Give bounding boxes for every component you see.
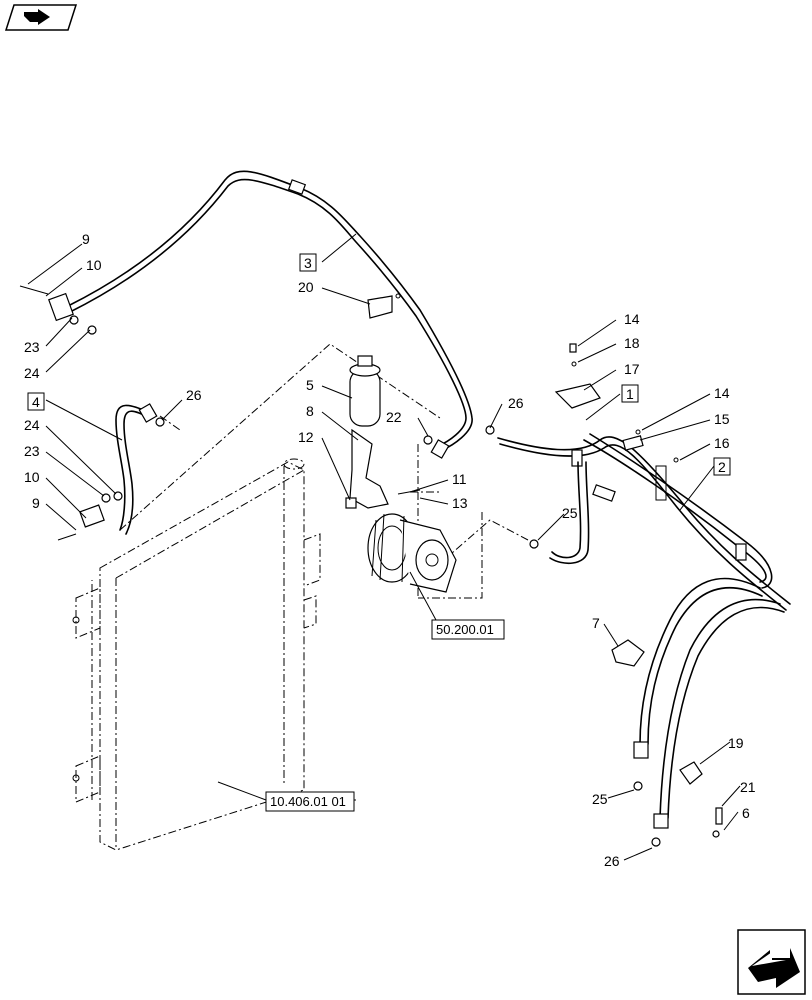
callout-4: 4 xyxy=(32,394,40,410)
return-to-index-icon[interactable] xyxy=(4,4,78,31)
callout-9-top: 9 xyxy=(82,231,90,247)
callout-12: 12 xyxy=(298,429,314,445)
next-page-icon[interactable] xyxy=(737,929,806,995)
compressor xyxy=(367,513,457,593)
callout-3: 3 xyxy=(304,255,312,271)
ref-condenser: 10.406.01 01 xyxy=(270,794,346,809)
drier-bracket xyxy=(345,428,389,509)
callout-20: 20 xyxy=(298,279,314,295)
ref-compressor: 50.200.01 xyxy=(436,622,494,637)
callout-14-right: 14 xyxy=(714,385,730,401)
callout-19: 19 xyxy=(728,735,744,751)
condenser xyxy=(72,458,321,851)
callout-9-left: 9 xyxy=(32,495,40,511)
callout-box-3 xyxy=(299,253,317,272)
callout-22: 22 xyxy=(386,409,402,425)
callout-25-mid: 25 xyxy=(562,505,578,521)
routing-lines xyxy=(119,343,529,599)
hose-3 xyxy=(48,170,473,459)
callout-box-1 xyxy=(621,384,639,403)
callout-7: 7 xyxy=(592,615,600,631)
callout-25-bottom: 25 xyxy=(592,791,608,807)
callout-8: 8 xyxy=(306,403,314,419)
callout-6: 6 xyxy=(742,805,750,821)
callout-26-mid-right: 26 xyxy=(508,395,524,411)
callout-10-left: 10 xyxy=(24,469,40,485)
callout-14-top: 14 xyxy=(624,311,640,327)
ref-box-compressor xyxy=(431,619,505,640)
callout-26-bottom: 26 xyxy=(604,853,620,869)
callout-17: 17 xyxy=(624,361,640,377)
callout-10-top: 10 xyxy=(86,257,102,273)
callout-2: 2 xyxy=(718,459,726,475)
callout-23-left: 23 xyxy=(24,443,40,459)
callout-15: 15 xyxy=(714,411,730,427)
callout-1: 1 xyxy=(626,386,634,402)
hose-2 xyxy=(549,433,785,829)
callout-23-top: 23 xyxy=(24,339,40,355)
callout-24-left: 24 xyxy=(24,417,40,433)
ref-box-condenser xyxy=(265,791,355,812)
callout-16: 16 xyxy=(714,435,730,451)
callout-labels: 9 10 23 24 3 20 5 8 12 22 11 13 26 26 25… xyxy=(24,231,756,869)
callout-24-top: 24 xyxy=(24,365,40,381)
receiver-drier xyxy=(349,355,381,427)
hose-1 xyxy=(497,436,791,611)
callout-26-mid-left: 26 xyxy=(186,387,202,403)
callout-13: 13 xyxy=(452,495,468,511)
hardware-parts xyxy=(19,285,723,847)
callout-box-2 xyxy=(713,457,731,476)
callout-5: 5 xyxy=(306,377,314,393)
callout-21: 21 xyxy=(740,779,756,795)
callout-box-4 xyxy=(27,392,45,411)
callout-18: 18 xyxy=(624,335,640,351)
hose-4 xyxy=(79,403,158,535)
leader-lines xyxy=(27,233,741,861)
callout-11: 11 xyxy=(452,471,467,487)
